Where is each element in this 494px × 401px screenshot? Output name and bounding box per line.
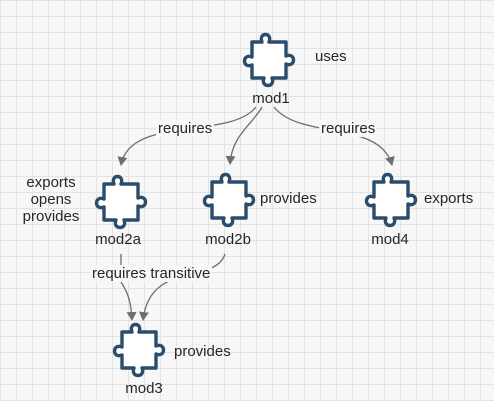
- annotation-line: opens: [30, 191, 72, 208]
- module-name-mod1: mod1: [252, 90, 290, 107]
- module-name-mod2b: mod2b: [205, 231, 251, 248]
- puzzle-piece-icon: [94, 174, 148, 230]
- module-annotation-mod1: uses: [315, 48, 347, 65]
- module-annotation-mod4: exports: [424, 190, 474, 207]
- module-annotation-mod2b: provides: [260, 190, 317, 207]
- puzzle-piece-icon: [112, 322, 166, 378]
- module-name-mod2a: mod2a: [95, 231, 141, 248]
- module-annotation-mod2a: exports opens provides: [16, 174, 86, 225]
- edge-mod1-mod2b: [225, 106, 263, 165]
- edge-label-requires: requires: [319, 120, 378, 137]
- module-name-mod4: mod4: [371, 231, 409, 248]
- annotation-line: exports: [26, 174, 76, 191]
- puzzle-piece-icon: [242, 32, 296, 88]
- edge-mod2a-mod3: [120, 254, 132, 320]
- edge-label-requires: requires: [156, 120, 215, 137]
- annotation-line: provides: [22, 208, 80, 225]
- module-annotation-mod3: provides: [174, 343, 231, 360]
- puzzle-piece-icon: [202, 172, 256, 228]
- puzzle-piece-icon: [364, 172, 418, 228]
- module-name-mod3: mod3: [125, 380, 163, 397]
- edge-mod2b-mod3: [138, 253, 226, 321]
- edge-label-requires-transitive: requires transitive: [90, 265, 213, 282]
